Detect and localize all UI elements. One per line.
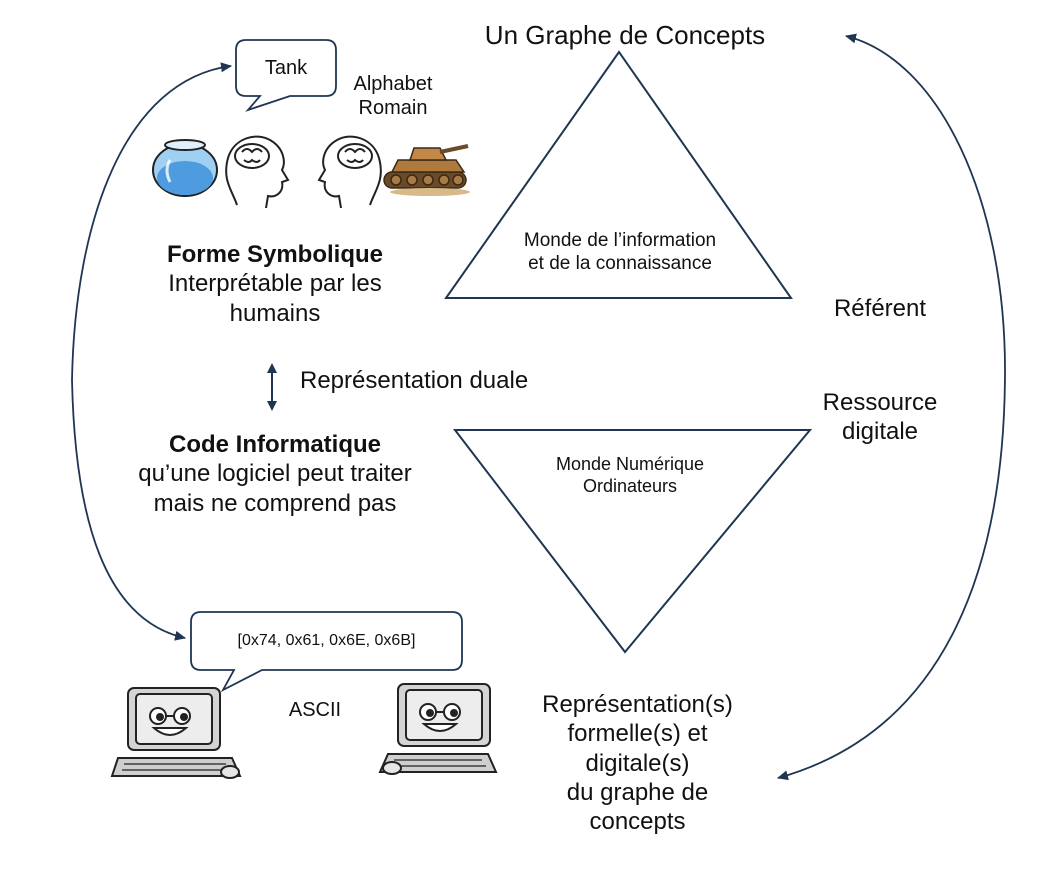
upper-triangle <box>444 50 793 299</box>
dual-representation-label: Représentation duale <box>300 367 529 394</box>
speech-bubble-top <box>235 39 337 112</box>
fishbowl-icon <box>152 139 218 197</box>
representations-line2: formelle(s) et <box>567 720 708 748</box>
forme-title: Forme Symbolique <box>166 241 384 268</box>
code-line1: qu’une logiciel peut traiter <box>138 460 412 488</box>
upper-triangle-line1: Monde de l’information <box>523 230 717 251</box>
ascii-label: ASCII <box>288 699 342 721</box>
bubble-top-text: Tank <box>264 57 308 79</box>
human-head-brain-icon <box>317 135 382 209</box>
upper-triangle-line2: et de la connaissance <box>528 253 712 275</box>
code-title: Code Informatique <box>168 431 381 458</box>
ressource-line2: digitale <box>841 418 919 446</box>
representations-line4: du graphe de <box>566 778 709 806</box>
ressource-label: Ressource digitale <box>790 388 970 447</box>
code-line2: mais ne comprend pas <box>153 489 397 517</box>
upper-triangle-label: Monde de l’information et de la connaiss… <box>470 229 770 275</box>
arrow-referent-top <box>845 33 1006 371</box>
ressource-line1: Ressource <box>822 389 938 416</box>
referent-label: Référent <box>833 295 927 322</box>
arrow-referent-bottom <box>777 369 1006 781</box>
alphabet-line1: Alphabet <box>353 73 433 95</box>
alphabet-line2: Romain <box>358 97 428 120</box>
forme-symbolique-block: Forme Symbolique Interprétable par les h… <box>110 240 440 328</box>
lower-triangle <box>452 429 813 654</box>
tank-icon <box>383 144 470 196</box>
lower-triangle-line2: Ordinateurs <box>582 475 678 496</box>
forme-line2: humains <box>229 299 321 327</box>
representations-block: Représentation(s) formelle(s) et digital… <box>505 690 770 836</box>
representations-line3: digitale(s) <box>585 749 690 777</box>
arrow-left-top <box>71 62 232 381</box>
computer-character-icon <box>378 683 498 775</box>
lower-triangle-line1: Monde Numérique <box>555 454 705 474</box>
lower-triangle-label: Monde Numérique Ordinateurs <box>500 454 760 498</box>
representations-line5: concepts <box>589 808 686 836</box>
speech-bubble-bottom <box>190 611 463 693</box>
bubble-bottom-text: [0x74, 0x61, 0x6E, 0x6B] <box>237 632 416 649</box>
arrow-left-bottom <box>71 379 186 641</box>
computer-character-icon <box>110 687 242 779</box>
human-head-brain-icon <box>225 135 290 209</box>
forme-line1: Interprétable par les <box>168 270 382 298</box>
code-informatique-block: Code Informatique qu’une logiciel peut t… <box>95 430 455 518</box>
representations-line1: Représentation(s) <box>542 691 733 718</box>
alphabet-label: Alphabet Romain <box>330 72 456 121</box>
top-title: Un Graphe de Concepts <box>484 20 766 50</box>
